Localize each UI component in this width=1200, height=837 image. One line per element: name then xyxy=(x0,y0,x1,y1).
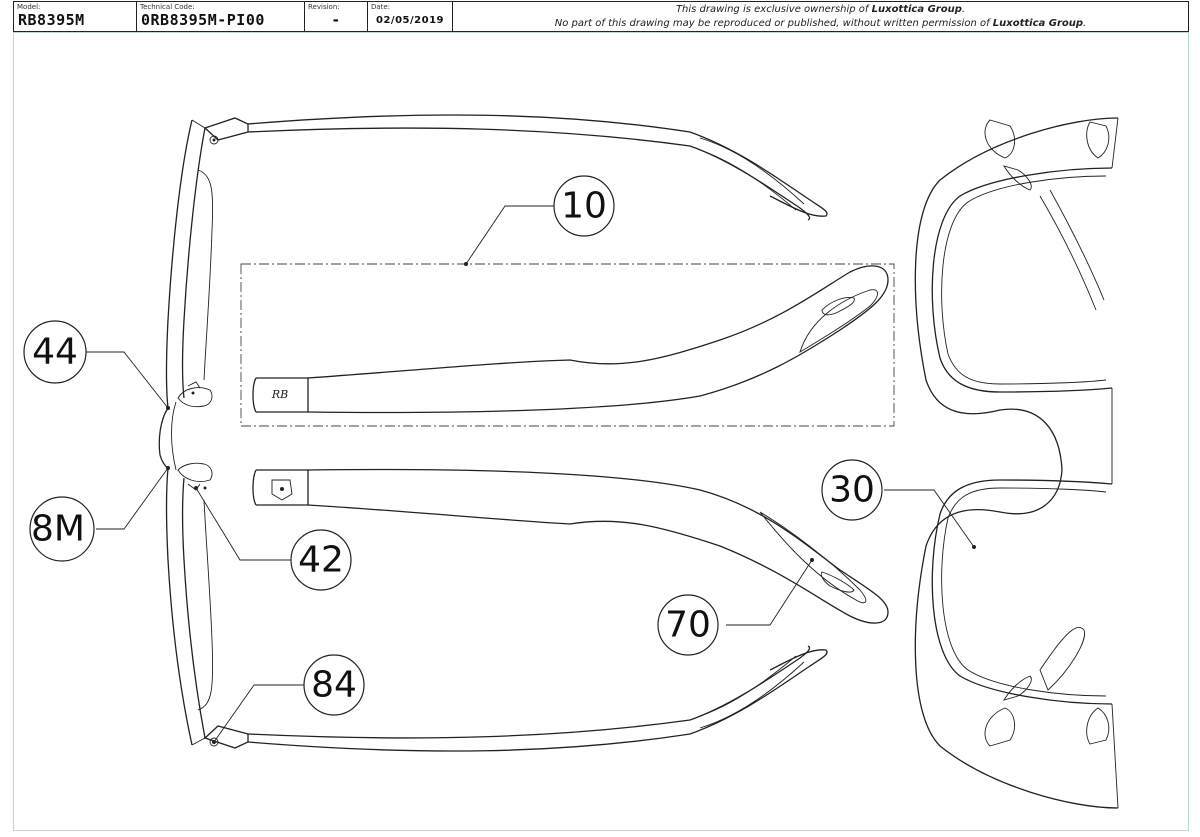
callout-30: 30 xyxy=(821,459,883,521)
date-value: 02/05/2019 xyxy=(376,15,444,26)
shield-icon xyxy=(271,479,293,501)
technical-code-value: 0RB8395M-PI00 xyxy=(141,11,265,29)
svg-text:10: 10 xyxy=(561,186,607,227)
svg-text:30: 30 xyxy=(829,470,875,511)
revision-value: - xyxy=(331,11,341,29)
model-cell: Model: RB8395M xyxy=(14,2,137,31)
svg-text:42: 42 xyxy=(298,540,344,581)
svg-text:70: 70 xyxy=(665,605,711,646)
revision-label: Revision: xyxy=(308,3,340,11)
technical-code-label: Technical Code: xyxy=(140,3,195,11)
callout-84: 84 xyxy=(303,654,365,716)
title-block: Model: RB8395M Technical Code: 0RB8395M-… xyxy=(13,1,1189,32)
notice-line-2: No part of this drawing may be reproduce… xyxy=(554,18,1087,29)
svg-text:84: 84 xyxy=(311,665,357,706)
lower-temple xyxy=(247,645,828,752)
upper-temple xyxy=(247,114,828,221)
model-label: Model: xyxy=(17,3,41,11)
leader-lines xyxy=(86,205,976,744)
svg-text:8M: 8M xyxy=(31,509,85,550)
callout-10: 10 xyxy=(553,175,615,237)
date-label: Date: xyxy=(371,3,391,11)
notice-line-1: This drawing is exclusive ownership of L… xyxy=(675,4,966,15)
callout-8m: 8M xyxy=(29,496,95,562)
frame-front-view xyxy=(914,117,1119,809)
detail-box: RB xyxy=(240,263,895,427)
callout-42: 42 xyxy=(290,529,352,591)
ray-ban-logo: RB xyxy=(271,388,288,401)
drawing-frame xyxy=(13,32,1189,831)
callout-44: 44 xyxy=(23,320,87,384)
callout-70: 70 xyxy=(657,594,719,656)
model-value: RB8395M xyxy=(18,11,85,29)
ownership-notice: This drawing is exclusive ownership of L… xyxy=(453,2,1188,31)
revision-cell: Revision: - xyxy=(305,2,368,31)
svg-text:44: 44 xyxy=(32,332,78,373)
date-cell: Date: 02/05/2019 xyxy=(368,2,453,31)
technical-code-cell: Technical Code: 0RB8395M-PI00 xyxy=(137,2,305,31)
temple-70 xyxy=(252,468,889,624)
frame-top-view xyxy=(158,117,249,749)
